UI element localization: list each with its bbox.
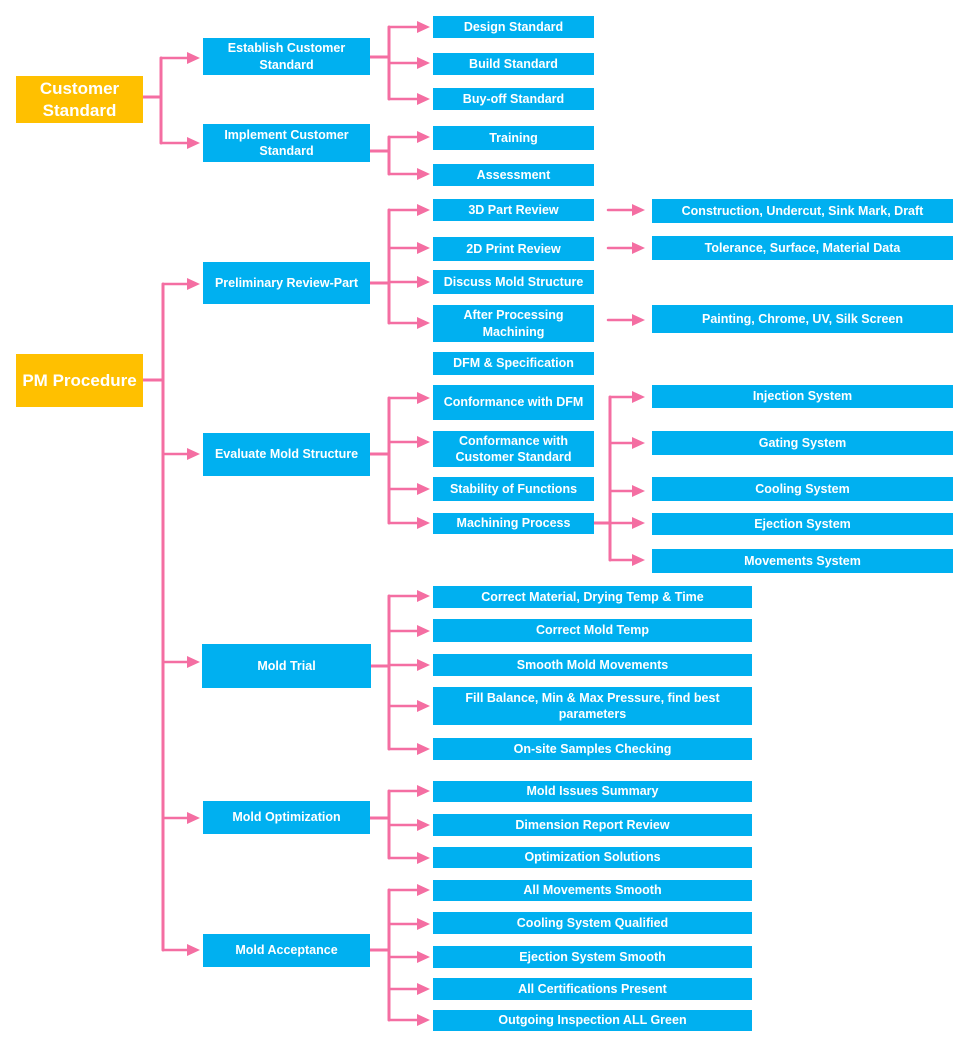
node-preliminary-review-part: Preliminary Review-Part: [203, 262, 370, 304]
node-cooling-system: Cooling System: [652, 477, 953, 501]
node-build-standard: Build Standard: [433, 53, 594, 75]
connector-arrowhead-77: [417, 659, 430, 671]
connector-arrowhead-61: [632, 391, 645, 403]
connector-arrowhead-99: [417, 983, 430, 995]
connector-arrowhead-57: [417, 517, 430, 529]
node-buyoff-standard: Buy-off Standard: [433, 88, 594, 110]
node-detail-tolerance: Tolerance, Surface, Material Data: [652, 236, 953, 260]
connector-arrowhead-81: [417, 743, 430, 755]
node-cooling-system-qualified: Cooling System Qualified: [433, 912, 752, 934]
connector-arrowhead-67: [632, 517, 645, 529]
node-smooth-mold-movements: Smooth Mold Movements: [433, 654, 752, 676]
connector-arrowhead-41: [417, 317, 430, 329]
connector-arrowhead-37: [417, 242, 430, 254]
connector-arrowhead-35: [417, 204, 430, 216]
node-evaluate-mold-structure: Evaluate Mold Structure: [203, 433, 370, 476]
node-ejection-system-smooth: Ejection System Smooth: [433, 946, 752, 968]
connector-arrowhead-27: [187, 656, 200, 668]
node-conformance-dfm: Conformance with DFM: [433, 385, 594, 420]
node-detail-painting: Painting, Chrome, UV, Silk Screen: [652, 305, 953, 333]
connector-arrowhead-23: [187, 278, 200, 290]
node-implement-customer-standard: Implement Customer Standard: [203, 124, 370, 162]
node-optimization-solutions: Optimization Solutions: [433, 847, 752, 868]
node-mold-trial: Mold Trial: [202, 644, 371, 688]
connector-arrowhead-31: [187, 944, 200, 956]
node-gating-system: Gating System: [652, 431, 953, 455]
node-3d-part-review: 3D Part Review: [433, 199, 594, 221]
connector-arrowhead-43: [632, 204, 645, 216]
node-after-processing-machining: After Processing Machining: [433, 305, 594, 342]
node-dfm-specification: DFM & Specification: [433, 352, 594, 375]
connector-arrowhead-75: [417, 625, 430, 637]
node-mold-acceptance: Mold Acceptance: [203, 934, 370, 967]
node-mold-issues-summary: Mold Issues Summary: [433, 781, 752, 802]
root-pm-procedure: PM Procedure: [16, 354, 143, 407]
connector-arrowhead-101: [417, 1014, 430, 1026]
node-2d-print-review: 2D Print Review: [433, 237, 594, 261]
node-outgoing-inspection: Outgoing Inspection ALL Green: [433, 1010, 752, 1031]
connector-arrowhead-69: [632, 554, 645, 566]
node-machining-process: Machining Process: [433, 513, 594, 534]
connector-arrowhead-97: [417, 951, 430, 963]
connector-arrowhead-25: [187, 448, 200, 460]
connector-arrowhead-89: [417, 852, 430, 864]
node-detail-construction: Construction, Undercut, Sink Mark, Draft: [652, 199, 953, 223]
node-discuss-mold-structure: Discuss Mold Structure: [433, 270, 594, 294]
node-correct-material: Correct Material, Drying Temp & Time: [433, 586, 752, 608]
connector-arrowhead-11: [417, 57, 430, 69]
connector-arrowhead-65: [632, 485, 645, 497]
connector-arrowhead-5: [187, 137, 200, 149]
node-dimension-report-review: Dimension Report Review: [433, 814, 752, 836]
node-all-certifications-present: All Certifications Present: [433, 978, 752, 1000]
node-fill-balance: Fill Balance, Min & Max Pressure, find b…: [433, 687, 752, 725]
node-injection-system: Injection System: [652, 385, 953, 408]
connector-arrowhead-79: [417, 700, 430, 712]
node-assessment: Assessment: [433, 164, 594, 186]
connector-arrowhead-3: [187, 52, 200, 64]
connector-arrowhead-55: [417, 483, 430, 495]
connector-arrowhead-29: [187, 812, 200, 824]
connector-arrowhead-85: [417, 785, 430, 797]
connector-arrowhead-19: [417, 168, 430, 180]
node-mold-optimization: Mold Optimization: [203, 801, 370, 834]
connector-arrowhead-9: [417, 21, 430, 33]
node-conformance-customer-standard: Conformance with Customer Standard: [433, 431, 594, 467]
connector-arrowhead-45: [632, 242, 645, 254]
connector-arrowhead-63: [632, 437, 645, 449]
connector-arrowhead-87: [417, 819, 430, 831]
connector-arrowhead-93: [417, 884, 430, 896]
node-stability-of-functions: Stability of Functions: [433, 477, 594, 501]
node-training: Training: [433, 126, 594, 150]
node-design-standard: Design Standard: [433, 16, 594, 38]
node-all-movements-smooth: All Movements Smooth: [433, 880, 752, 901]
connector-arrowhead-47: [632, 314, 645, 326]
connector-arrowhead-39: [417, 276, 430, 288]
node-onsite-samples: On-site Samples Checking: [433, 738, 752, 760]
connector-arrowhead-13: [417, 93, 430, 105]
node-ejection-system: Ejection System: [652, 513, 953, 535]
connector-arrowhead-95: [417, 918, 430, 930]
root-customer-standard: Customer Standard: [16, 76, 143, 123]
connector-arrowhead-73: [417, 590, 430, 602]
connector-arrowhead-51: [417, 392, 430, 404]
node-correct-mold-temp: Correct Mold Temp: [433, 619, 752, 642]
node-establish-customer-standard: Establish Customer Standard: [203, 38, 370, 75]
connector-arrowhead-17: [417, 131, 430, 143]
node-movements-system: Movements System: [652, 549, 953, 573]
connector-arrowhead-53: [417, 436, 430, 448]
